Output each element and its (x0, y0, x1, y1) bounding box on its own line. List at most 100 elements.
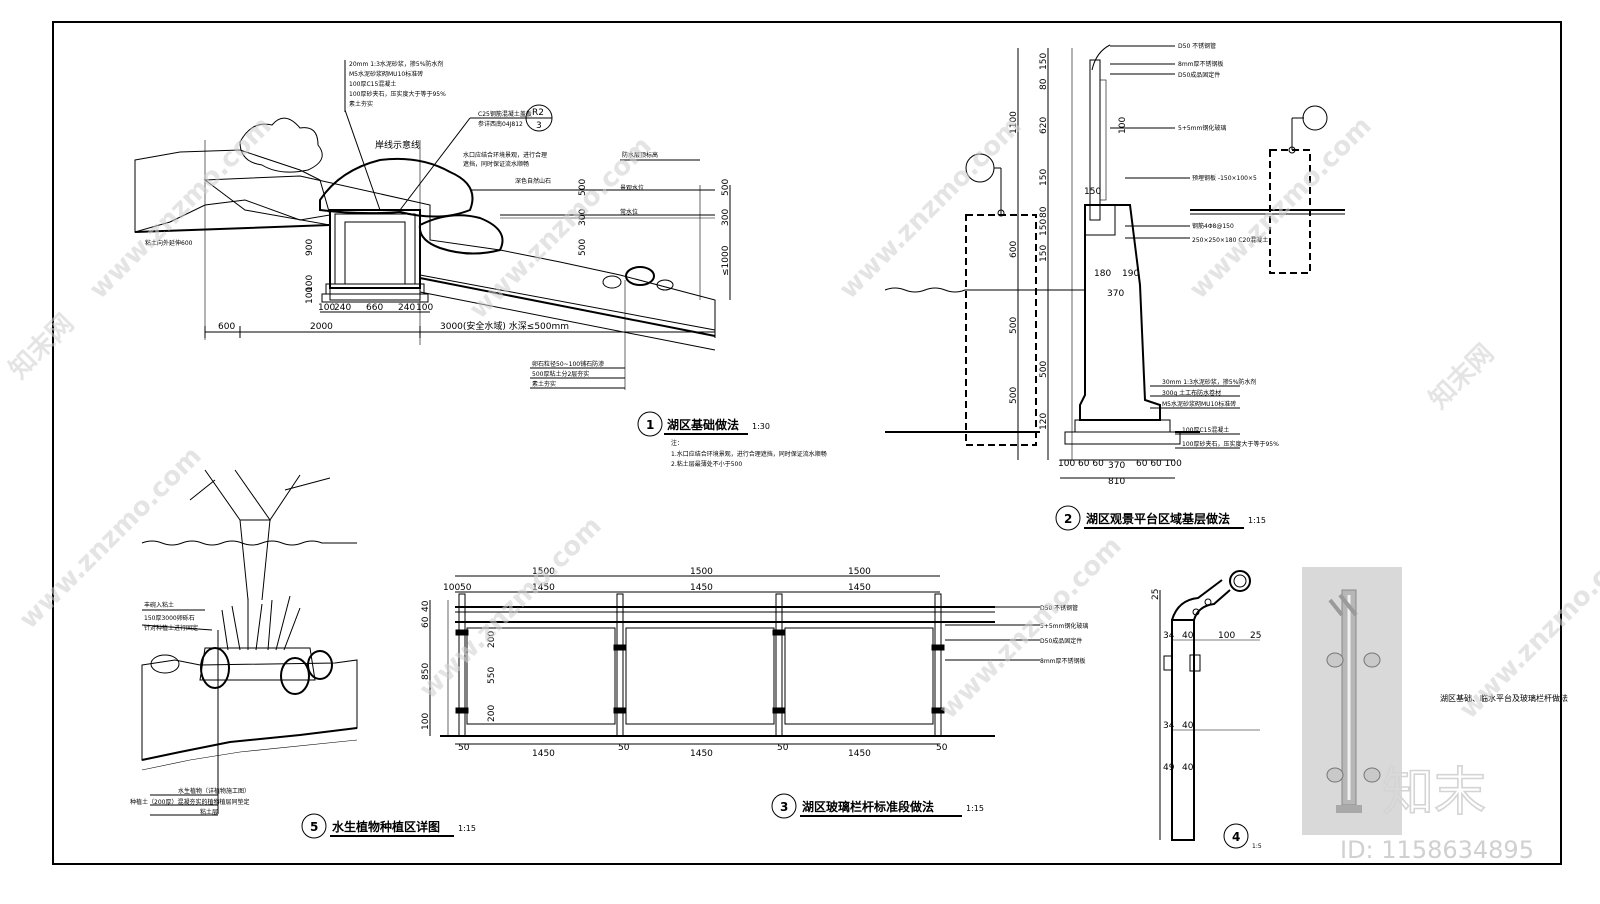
dim-500-a: 500 (578, 179, 588, 196)
watermark-site-1: www.znzmo.com (84, 111, 278, 305)
callout-5: 素土夯实 (349, 100, 373, 108)
d2-h810: 810 (1108, 477, 1125, 487)
d3-callout-1: D50 不锈钢管 (1040, 604, 1078, 612)
callout-shoreline: 岸线示意线 (375, 139, 420, 151)
d3-mid-2: 1450 (690, 583, 713, 593)
d3-top-1: 1500 (532, 567, 555, 577)
watermark-brand-1: 知末网 (4, 309, 80, 385)
photo-caption: 湖区基础、临水平台及玻璃栏杆做法 (1440, 693, 1568, 703)
drawing-1-title: 湖区基础做法 (667, 417, 739, 432)
d2-v100b: 100 (1118, 117, 1128, 134)
dim-500-b: 500 (578, 239, 588, 256)
bottom-note-3: 素土夯实 (532, 380, 556, 388)
d2-callout-3: D50成品固定件 (1178, 71, 1220, 79)
d3-v200a: 200 (487, 631, 497, 648)
note-2: 2.粘土层最薄处不小于500 (671, 460, 742, 468)
d3-top-3: 1500 (848, 567, 871, 577)
bottom-note-1: 卵石粒径50~100铺石防渗 (532, 360, 604, 368)
dim-240-b: 240 (398, 303, 415, 313)
drawing-5-scale: 1:15 (458, 824, 476, 833)
dim-100-v: 100 (305, 275, 315, 292)
rock-cluster (319, 157, 474, 218)
watermark-site-3: www.znzmo.com (834, 111, 1028, 305)
drawing-1-number: 1 (646, 418, 654, 432)
d2-v500b: 500 (1039, 361, 1049, 378)
d3-mid-1: 1450 (532, 583, 555, 593)
glass-panel-1 (466, 627, 616, 725)
d2-v120: 120 (1039, 413, 1049, 430)
dashed-detail-left (965, 214, 1037, 446)
d2-callout-7: 250×250×180 C20混凝土 (1192, 236, 1268, 244)
d3-v50d: 50 (936, 743, 948, 753)
dim-3000: 3000(安全水域) 水深≤500mm (440, 320, 569, 332)
callout-1: 20mm 1:3水泥砂浆，掺5%防水剂 (349, 60, 443, 68)
d3-bot-3: 1450 (848, 749, 871, 759)
d4-h40b: 40 (1182, 721, 1194, 731)
d2-v500c: 500 (1009, 387, 1019, 404)
d2-v150c: 150 (1039, 219, 1049, 236)
drawing-2-platform-base: D50 不锈钢管 8mm厚不锈钢板 D50成品固定件 5+5mm钢化玻璃 预埋钢… (884, 42, 1345, 531)
drawing-3-title: 湖区玻璃栏杆标准段做法 (802, 799, 934, 814)
dim-2000: 2000 (310, 322, 333, 332)
d3-v40a: 40 (421, 600, 431, 612)
drawing-5-number: 5 (310, 820, 318, 834)
drawing-3-glass-railing: 1500 1500 1500 1450 1450 1450 1450 1450 … (421, 567, 1088, 819)
callout-6: C25钢筋混凝土盖板 (478, 110, 532, 118)
d3-top-2: 1500 (690, 567, 713, 577)
d2-callout-1: D50 不锈钢管 (1178, 42, 1216, 50)
d2-h150: 150 (1084, 187, 1101, 197)
d4-h34a: 34 (1163, 631, 1175, 641)
drawing-4-number-circle (1223, 823, 1249, 849)
bank-stone-fill (134, 149, 331, 233)
d2-callout-10: M5水泥砂浆砌MU10标准砖 (1162, 400, 1236, 408)
d4-h100: 100 (1218, 631, 1235, 641)
dim-500-r: 500 (721, 179, 731, 196)
d4-h34b: 34 (1163, 721, 1175, 731)
watermark-site-4: www.znzmo.com (1184, 111, 1378, 305)
drawing-2-scale: 1:15 (1248, 516, 1266, 525)
d4-h40a: 40 (1182, 631, 1194, 641)
d5-callout-2: 150厚3000卵砾石 (144, 614, 195, 622)
d3-v50c: 50 (777, 743, 789, 753)
callout-14: 粘土向外延伸600 (145, 239, 193, 247)
callout-11: 景观水位 (620, 184, 644, 192)
bottom-note-2: 500厚粘土分2层夯实 (532, 370, 589, 378)
d5-callout-3: 针对种植土进行固定 (144, 624, 198, 632)
d3-v200b: 200 (487, 705, 497, 722)
d2-v1100: 1100 (1009, 111, 1019, 134)
d5-callout-5: 种植土（200厚）混凝夯实的植物植层同垫定 (130, 798, 249, 806)
retaining-wall (1079, 204, 1161, 421)
d4-v25: 25 (1151, 589, 1161, 600)
callout-8: 水口应结合环境景观，进行合理 (463, 151, 547, 159)
d3-v100: 100 (421, 713, 431, 730)
d3-callout-2: 5+5mm钢化玻璃 (1040, 622, 1088, 630)
callout-4: 100厚砂夹石，压实度大于等于95% (349, 90, 446, 98)
d2-callout-4: 5+5mm钢化玻璃 (1178, 124, 1226, 132)
d3-edge-50: 50 (460, 583, 472, 593)
drawing-4-post-detail: 25 100 25 34 40 34 40 49 40 4 1:5 (1151, 570, 1262, 850)
callout-3: 100厚C15混凝土 (349, 80, 396, 88)
d5-callout-4: 水生植物（详植物施工图） (178, 787, 250, 795)
callout-12: 深色自然山石 (515, 177, 551, 185)
d2-callout-6: 钢筋4Φ8@150 (1192, 222, 1234, 230)
callout-2: M5水泥砂浆砌MU10标准砖 (349, 70, 423, 78)
d2-callout-8: 30mm 1:3水泥砂浆，掺5%防水剂 (1162, 378, 1256, 386)
glass-panel-3 (784, 627, 934, 725)
d3-mid-3: 1450 (848, 583, 871, 593)
d2-v620: 620 (1039, 117, 1049, 134)
drawing-4-number: 4 (1232, 830, 1240, 844)
railing-photo (1302, 567, 1402, 835)
drawing-3-number: 3 (780, 800, 788, 814)
d2-callout-11: 100厚C15混凝土 (1182, 426, 1229, 434)
d3-callout-4: 8mm厚不锈钢板 (1040, 657, 1086, 665)
d3-v550: 550 (487, 667, 497, 684)
dim-100-a: 100 (318, 303, 335, 313)
callout-13: 常水位 (620, 208, 638, 216)
d2-v600: 600 (1009, 241, 1019, 258)
d2-v150d: 150 (1039, 245, 1049, 262)
note-1: 1.水口应结合环境景观，进行合理遮挡，同时保证流水顺畅 (671, 450, 827, 458)
dim-1000: ≤1000 (721, 245, 731, 276)
d2-v80: 80 (1039, 78, 1049, 90)
dim-240-a: 240 (334, 303, 351, 313)
